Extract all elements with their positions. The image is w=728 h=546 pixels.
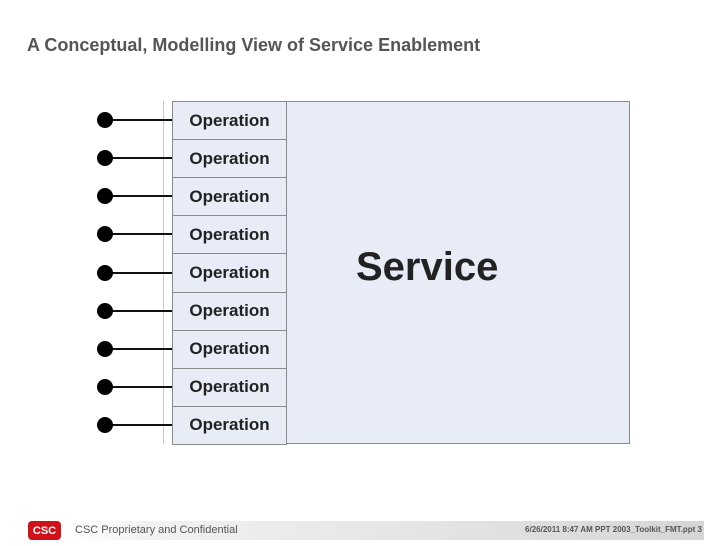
connector-line bbox=[105, 271, 172, 274]
slide-title: A Conceptual, Modelling View of Service … bbox=[27, 35, 481, 55]
connector-line bbox=[105, 347, 172, 350]
connector-dot bbox=[97, 188, 113, 205]
connector-line bbox=[105, 195, 172, 198]
operation-box: Operation bbox=[172, 367, 287, 407]
operation-box: Operation bbox=[172, 215, 287, 255]
footer: CSC CSC Proprietary and Confidential 6/2… bbox=[28, 519, 704, 542]
connector-dot bbox=[97, 150, 113, 167]
connector-line bbox=[105, 157, 172, 160]
service-label: Service bbox=[356, 245, 499, 289]
connector-dot bbox=[97, 302, 113, 319]
operation-box: Operation bbox=[172, 177, 287, 217]
connector-dot bbox=[97, 226, 113, 243]
operation-box: Operation bbox=[172, 329, 287, 369]
operation-box: Operation bbox=[172, 253, 287, 293]
connector-dot bbox=[97, 416, 113, 433]
footer-bar bbox=[68, 521, 704, 540]
operation-box: Operation bbox=[172, 101, 287, 141]
operation-box: Operation bbox=[172, 139, 287, 179]
connector-dot bbox=[97, 378, 113, 395]
operation-box: Operation bbox=[172, 291, 287, 331]
connector-line bbox=[105, 423, 172, 426]
connector-dot bbox=[97, 264, 113, 281]
connector-line bbox=[105, 309, 172, 312]
connector-line bbox=[105, 119, 172, 122]
connector-line bbox=[105, 385, 172, 388]
operation-box: Operation bbox=[172, 405, 287, 445]
connector-dot bbox=[97, 112, 113, 129]
csc-logo: CSC bbox=[28, 521, 61, 540]
footer-confidential-text: CSC Proprietary and Confidential bbox=[75, 524, 238, 536]
connector-line bbox=[105, 233, 172, 236]
footer-file-info: 6/26/2011 8:47 AM PPT 2003_Toolkit_FMT.p… bbox=[525, 525, 702, 534]
connector-dot bbox=[97, 340, 113, 357]
